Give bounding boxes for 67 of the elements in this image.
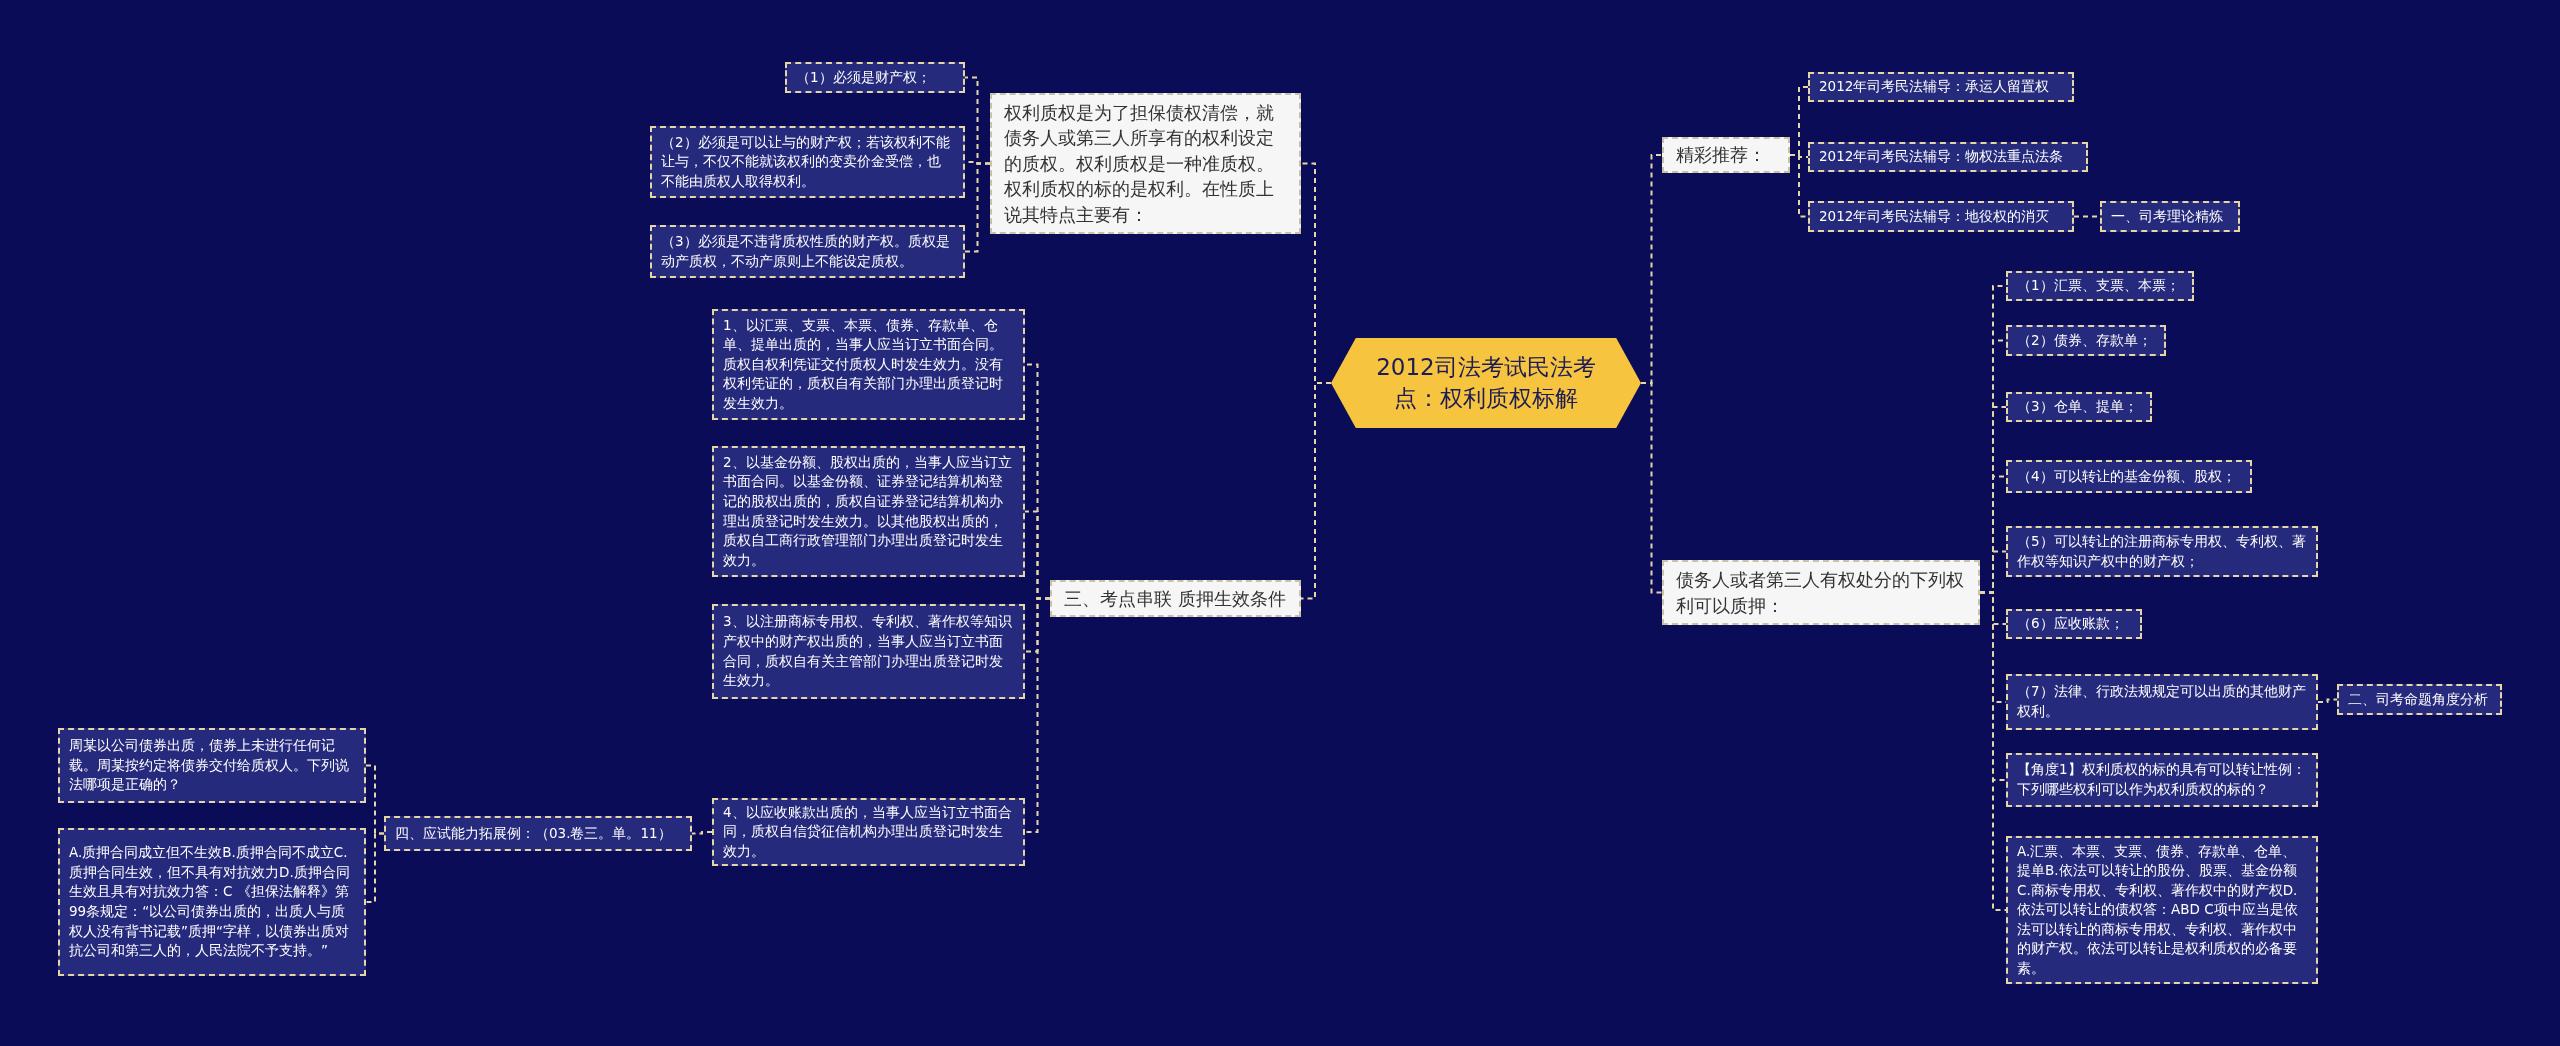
topic-text: 债务人或者第三人有权处分的下列权利可以质押： xyxy=(1676,567,1965,618)
title-text: 2012司法考试民法考点：权利质权标解 xyxy=(1375,352,1597,413)
topic-text: 三、考点串联 质押生效条件 xyxy=(1064,586,1286,611)
note-text: （2）必须是可以让与的财产权；若该权利不能让与，不仅不能就该权利的变卖价金受偿，也不能由质权人取得权利。 xyxy=(661,132,951,191)
note-text: 【角度1】权利质权的标的具有可以转让性例：下列哪些权利可以作为权利质权的标的？ xyxy=(2017,760,2307,799)
note-text: （3）必须是不违背质权性质的财产权。质权是动产质权，不动产原则上不能设定质权。 xyxy=(661,231,951,271)
connector-line xyxy=(2317,698,2338,703)
note-box xyxy=(1808,72,2074,102)
note-text: （1）汇票、支票、本票； xyxy=(2017,276,2180,296)
note-box xyxy=(785,62,965,93)
connector-line xyxy=(1024,597,1051,833)
note-text: 四、应试能力拓展例：（03.卷三。单。11） xyxy=(395,823,672,843)
note-text: （7）法律、行政法规规定可以出质的其他财产权利。 xyxy=(2017,682,2307,721)
note-box xyxy=(712,309,1025,420)
connector-line xyxy=(365,832,385,903)
note-text: （4）可以转让的基金份额、股权； xyxy=(2017,466,2236,486)
note-box xyxy=(58,828,366,976)
topic-box xyxy=(1050,580,1301,617)
topic-box xyxy=(1662,137,1790,173)
note-text: 1、以汇票、支票、本票、债券、存款单、仓单、提单出质的，当事人应当订立书面合同。质权自权利凭证交付质权人时发生效力。没有权利凭证的，质权自有关部门办理出质登记时发生效力。 xyxy=(723,315,1004,413)
note-box xyxy=(2337,684,2502,715)
topic-text: 精彩推荐： xyxy=(1676,143,1766,168)
note-text: （2）债券、存款单； xyxy=(2017,330,2152,350)
connector-line xyxy=(1300,382,1332,600)
note-box xyxy=(650,225,965,278)
note-text: 一、司考理论精炼 xyxy=(2111,206,2223,226)
note-box xyxy=(2006,325,2166,356)
note-text: 二、司考命题角度分析 xyxy=(2348,689,2488,709)
topic-text: 权利质权是为了担保债权清偿，就债务人或第三人所享有的权利设定的质权。权利质权是一种准质权。权利质权的标的是权利。在性质上说其特点主要有： xyxy=(1004,100,1275,227)
note-text: 周某以公司债券出质，债券上未进行任何记载。周某按约定将债券交付给质权人。下列说法哪项是正确的？ xyxy=(69,736,350,795)
note-box xyxy=(1808,201,2074,232)
note-box xyxy=(2006,836,2318,984)
note-box xyxy=(2006,526,2318,577)
note-box xyxy=(2100,201,2240,232)
note-text: A.汇票、本票、支票、债券、存款单、仓单、提单B.依法可以转让的股份、股票、基金份额C.商标专用权、专利权、著作权中的财产权D.依法可以转让的债权答：ABD C项中应当是依法可以转让的商标专用权、专利权、著作权中的财产权。依法可以转让是权利质权的必备要素。 xyxy=(2017,841,2299,978)
note-text: （5）可以转让的注册商标专用权、专利权、著作权等知识产权中的财产权； xyxy=(2017,531,2307,571)
title-hexagon xyxy=(1331,338,1641,428)
note-box xyxy=(712,798,1025,866)
note-box xyxy=(2006,753,2318,807)
note-box xyxy=(2006,460,2252,493)
note-text: 2012年司考民法辅导：承运人留置权 xyxy=(1819,77,2050,97)
note-box xyxy=(712,604,1025,699)
topic-box xyxy=(1662,560,1980,625)
note-box xyxy=(58,728,366,803)
note-text: 2012年司考民法辅导：地役权的消灭 xyxy=(1819,206,2050,226)
connector-line xyxy=(1979,591,2007,911)
topic-box xyxy=(990,93,1301,234)
note-box xyxy=(2006,271,2194,301)
connector-line xyxy=(691,831,713,835)
note-text: 2、以基金份额、股权出质的，当事人应当订立书面合同。以基金份额、证券登记结算机构登记的股权出质的，质权自证券登记结算机构办理出质登记时发生效力。以其他股权出质的，质权自工商行政管理部门办理出质登记时发生效力。 xyxy=(723,452,1013,570)
note-box xyxy=(712,446,1025,577)
connector-line xyxy=(964,162,991,253)
note-text: 3、以注册商标专用权、专利权、著作权等知识产权中的财产权出质的，当事人应当订立书面合同，质权自有关主管部门办理出质登记时发生效力。 xyxy=(723,612,1013,691)
note-text: （6）应收账款； xyxy=(2017,614,2124,634)
note-text: 2012年司考民法辅导：物权法重点法条 xyxy=(1819,147,2064,167)
connector-line xyxy=(1789,154,1809,218)
note-text: （3）仓单、提单； xyxy=(2017,397,2138,417)
note-box xyxy=(384,816,692,851)
connector-line xyxy=(1640,382,1663,594)
note-text: A.质押合同成立但不生效B.质押合同不成立C.质押合同生效，但不具有对抗效力D.质押合同生效且具有对抗效力答：C 《担保法解释》第99条规定：“以公司债券出质的，出质人与质权人没有背书记载”质押“字样，以债券出质对抗公司和第三人的，人民法院不予支持。” xyxy=(69,843,351,961)
note-box xyxy=(2006,674,2318,730)
note-box xyxy=(1808,142,2088,172)
note-box xyxy=(2006,609,2142,639)
note-box xyxy=(2006,392,2152,422)
note-text: （1）必须是财产权； xyxy=(796,67,931,87)
note-text: 4、以应收账款出质的，当事人应当订立书面合同，质权自信贷征信机构办理出质登记时发生效力。 xyxy=(723,802,1013,861)
note-box xyxy=(650,126,965,198)
